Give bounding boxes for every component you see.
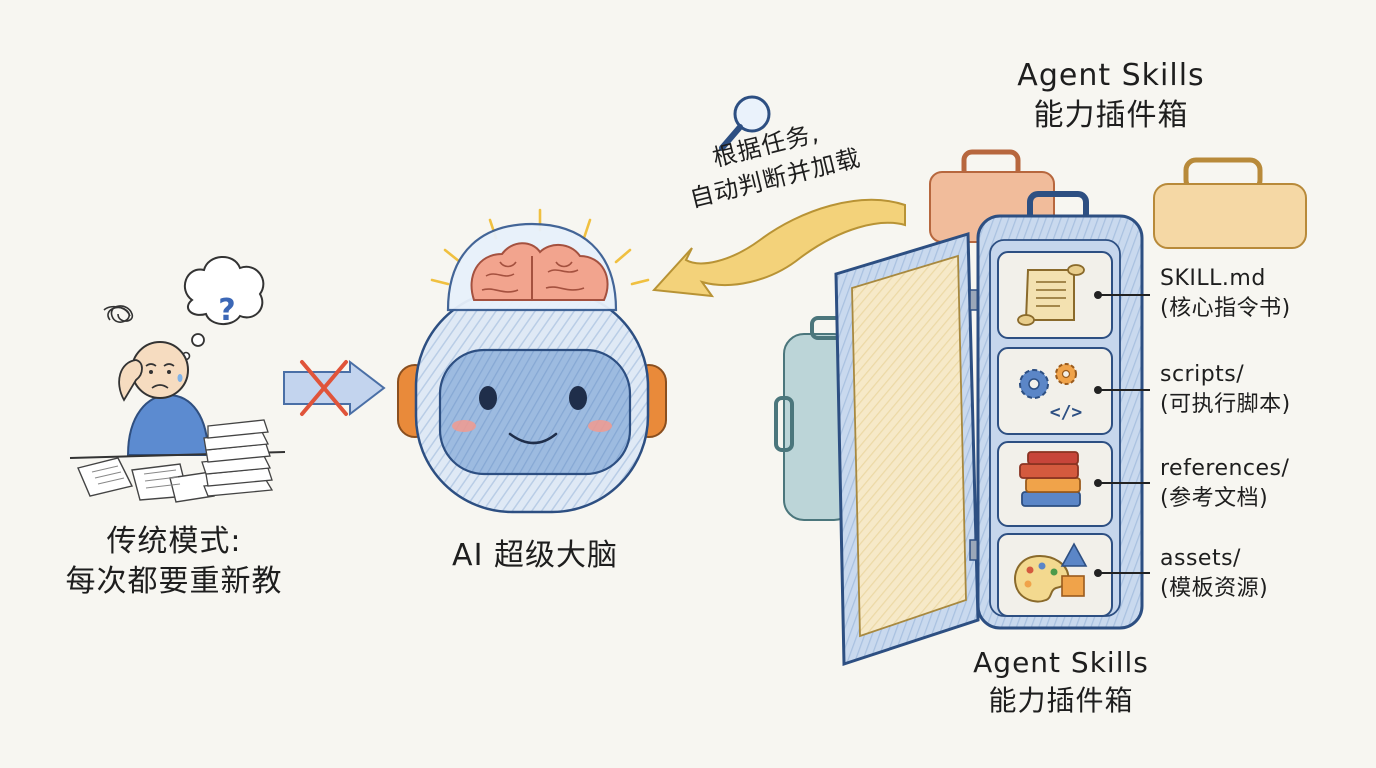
palette-shapes-icon (1014, 542, 1088, 603)
skill-item-desc: (模板资源) (1160, 576, 1269, 601)
skills-suitcase-illustration: </> (774, 149, 1307, 667)
skill-item-desc: (参考文档) (1160, 486, 1269, 511)
traditional-title-line2: 每次都要重新教 (65, 564, 283, 599)
magnifier-icon (719, 95, 771, 151)
skills-title-bottom-line1: Agent Skills (973, 646, 1149, 679)
skill-item-name: scripts/ (1160, 362, 1245, 387)
skills-title-top: Agent Skills 能力插件箱 (996, 56, 1226, 136)
question-mark: ? (218, 293, 235, 328)
thought-bubble: ? (181, 256, 265, 361)
yellow-case (1153, 157, 1307, 249)
skills-title-bottom-line2: 能力插件箱 (988, 684, 1134, 717)
scribble-stress-icon (103, 305, 134, 323)
skill-item-desc: (可执行脚本) (1160, 392, 1291, 417)
skill-item-scripts: scripts/ (可执行脚本) (1160, 360, 1291, 420)
gears-code-icon: </> (1019, 363, 1083, 423)
skill-item-name: assets/ (1160, 546, 1241, 571)
skill-item-skill-md: SKILL.md (核心指令书) (1160, 264, 1291, 324)
skill-item-assets: assets/ (模板资源) (1160, 544, 1268, 604)
brain-icon (470, 242, 609, 301)
stressed-person-illustration: ? (69, 256, 286, 503)
skill-item-desc: (核心指令书) (1160, 296, 1291, 321)
blocked-arrow (283, 359, 386, 417)
svg-text:</>: </> (1050, 402, 1083, 423)
ai-robot-illustration (397, 208, 667, 514)
books-icon (1019, 451, 1081, 507)
skill-item-name: references/ (1160, 456, 1290, 481)
scroll-icon (1017, 264, 1085, 326)
cross-icon (300, 360, 348, 416)
traditional-mode-caption: 传统模式: 每次都要重新教 (56, 522, 292, 602)
skills-title-bottom: Agent Skills 能力插件箱 (946, 644, 1176, 720)
load-arrow (651, 198, 906, 298)
skills-title-top-line2: 能力插件箱 (1033, 98, 1189, 133)
skill-item-name: SKILL.md (1160, 266, 1266, 291)
skill-item-references: references/ (参考文档) (1160, 454, 1289, 514)
ai-brain-caption: AI 超级大脑 (452, 538, 618, 573)
orange-case (929, 149, 1055, 243)
skills-title-top-line1: Agent Skills (1017, 58, 1205, 93)
traditional-title-line1: 传统模式: (106, 524, 242, 559)
